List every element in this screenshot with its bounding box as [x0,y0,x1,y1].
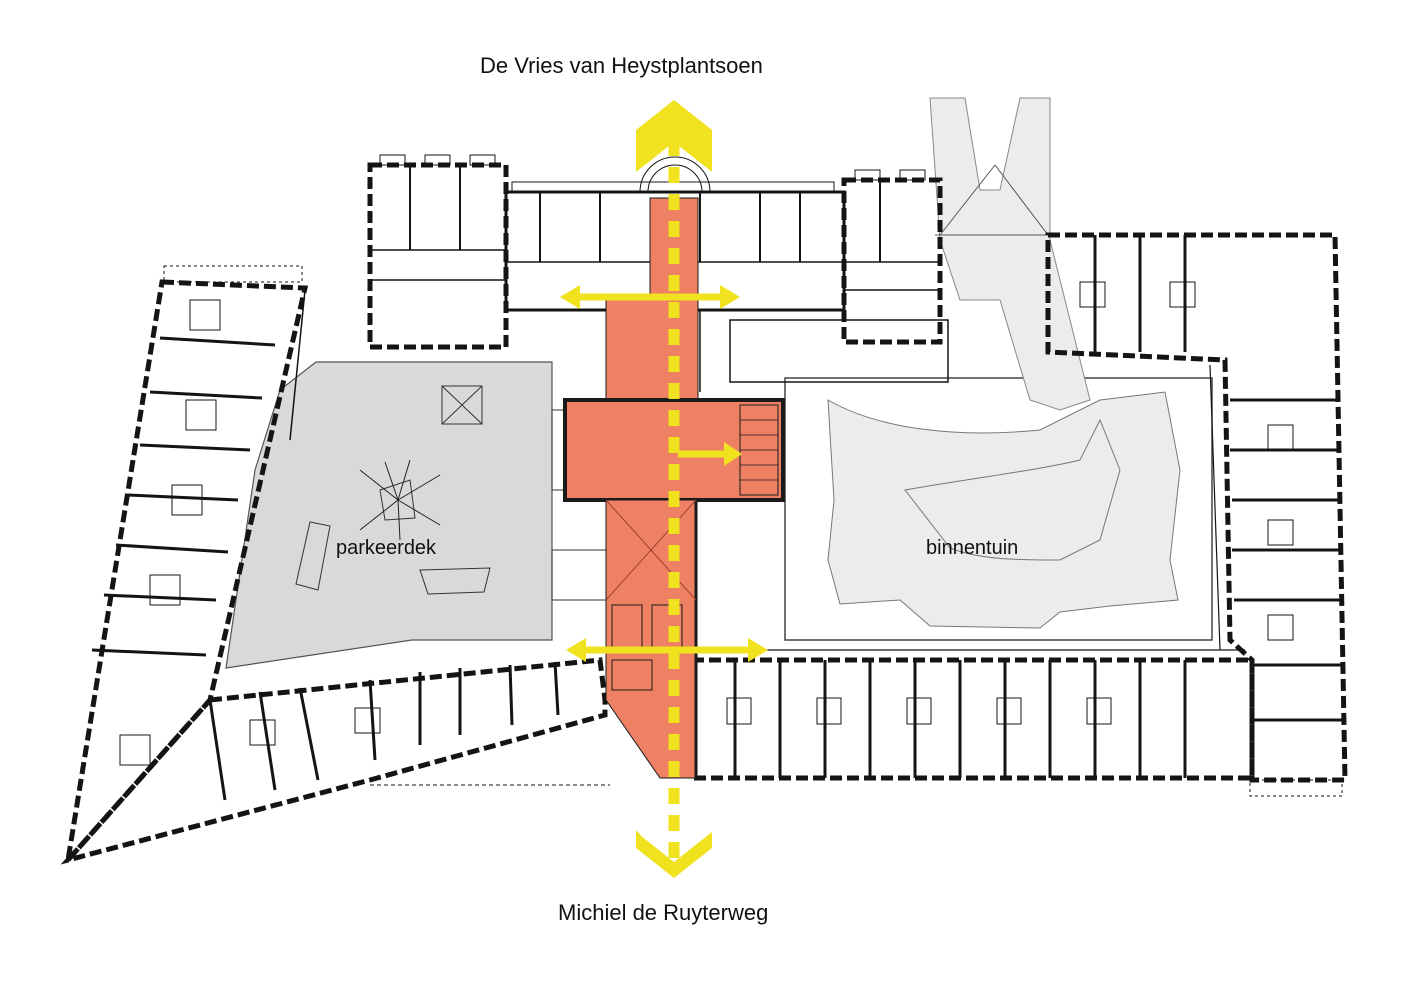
route-arrows [560,100,768,878]
parking-deck-label: parkeerdek [336,537,437,559]
tree-icon [359,459,441,541]
parking-deck [225,361,553,669]
north-wing [367,154,949,392]
southeast-wing [600,649,1255,781]
north-street-label: De Vries van Heystplantsoen [480,53,763,78]
garden-lawn [827,391,1181,629]
garden-label: binnentuin [926,537,1019,559]
west-wing [64,265,309,869]
south-street-label: Michiel de Ruyterweg [558,900,769,925]
chevron-up-icon [636,100,712,172]
arrow-right-icon [724,442,742,466]
garden-path [929,97,1091,411]
east-wing [1045,232,1348,797]
southwest-wing [60,657,610,865]
